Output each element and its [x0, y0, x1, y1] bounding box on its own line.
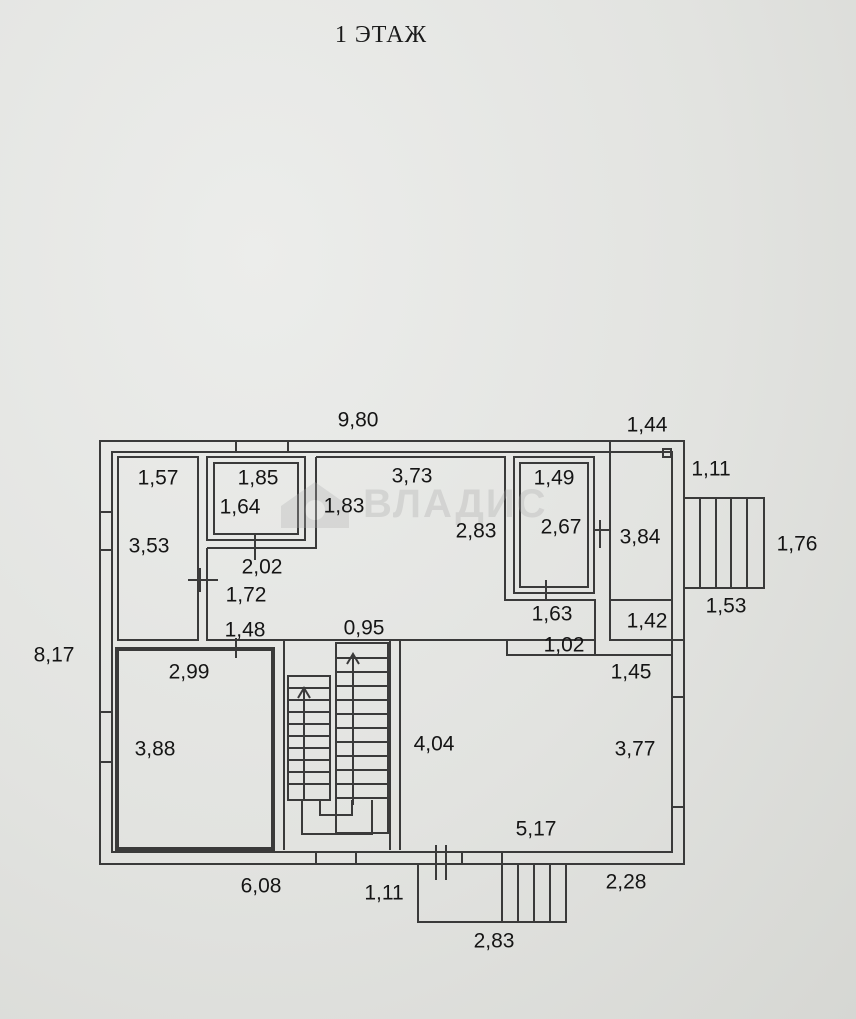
porch-bottom [417, 863, 567, 923]
dim-room-i-width: 2,99 [168, 660, 210, 684]
dim-hall-height: 1,72 [225, 583, 267, 607]
window-left-lower [99, 711, 113, 763]
dim-room-d-height: 2,67 [540, 515, 582, 539]
room-e-outline [609, 441, 684, 641]
dim-porch-top-offset: 1,11 [691, 457, 731, 481]
dim-hall-width: 2,02 [241, 555, 283, 579]
room-a-outline [117, 456, 199, 641]
window-bottom-right [461, 851, 503, 865]
dim-room-c-height-left: 1,83 [323, 494, 365, 518]
dim-room-e-height: 3,84 [619, 525, 661, 549]
dim-porch-bottom-offset: 1,11 [364, 881, 404, 905]
window-top [235, 440, 289, 453]
room-i-outline [115, 647, 275, 851]
dim-overall-width: 9,80 [337, 408, 379, 432]
hall-walls [207, 457, 317, 549]
house-icon [281, 482, 349, 528]
dim-porch-right-height: 1,76 [776, 532, 818, 556]
room-d-outline [513, 456, 595, 594]
dim-room-b-height: 1,64 [219, 495, 261, 519]
dim-room-i-height: 3,88 [134, 737, 176, 761]
door-marks [188, 520, 610, 880]
dim-porch-bottom-total: 2,83 [473, 929, 515, 953]
dim-room-d-width: 1,49 [533, 466, 575, 490]
dim-porch-right-width: 1,53 [705, 594, 747, 618]
dim-room-h-width: 1,45 [610, 660, 652, 684]
dim-room-c-height-right: 2,83 [455, 519, 497, 543]
dim-porch-top-width: 1,44 [626, 413, 668, 437]
window-bottom [315, 851, 357, 865]
dim-room-j-width: 5,17 [515, 817, 557, 841]
room-c-outline [316, 456, 596, 641]
window-right [671, 696, 685, 808]
dim-room-a-width: 1,57 [137, 466, 179, 490]
dim-room-a-height: 3,53 [128, 534, 170, 558]
dim-room-c-width: 3,73 [391, 464, 433, 488]
dim-porch-bottom-width: 2,28 [605, 870, 647, 894]
dim-room-j-height: 4,04 [413, 732, 455, 756]
watermark-logo: ВЛАДИС [275, 478, 605, 532]
dim-overall-height: 8,17 [33, 643, 75, 667]
dim-room-f-height: 1,02 [543, 633, 585, 657]
dim-room-j-right: 3,77 [614, 737, 656, 761]
porch-right [683, 497, 765, 589]
dim-stair-width: 0,95 [343, 616, 385, 640]
watermark-text: ВЛАДИС [363, 482, 548, 526]
window-left-upper [99, 511, 113, 551]
floor-title: 1 ЭТАЖ [334, 22, 428, 48]
dim-hall-bottom: 1,48 [224, 618, 266, 642]
dim-room-f-width: 1,63 [531, 602, 573, 626]
dim-room-g-width: 1,42 [626, 609, 668, 633]
dim-bottom-left-width: 6,08 [240, 874, 282, 898]
stair-steps [287, 642, 389, 835]
dim-room-b-width: 1,85 [237, 466, 279, 490]
room-j-outline [400, 639, 672, 656]
